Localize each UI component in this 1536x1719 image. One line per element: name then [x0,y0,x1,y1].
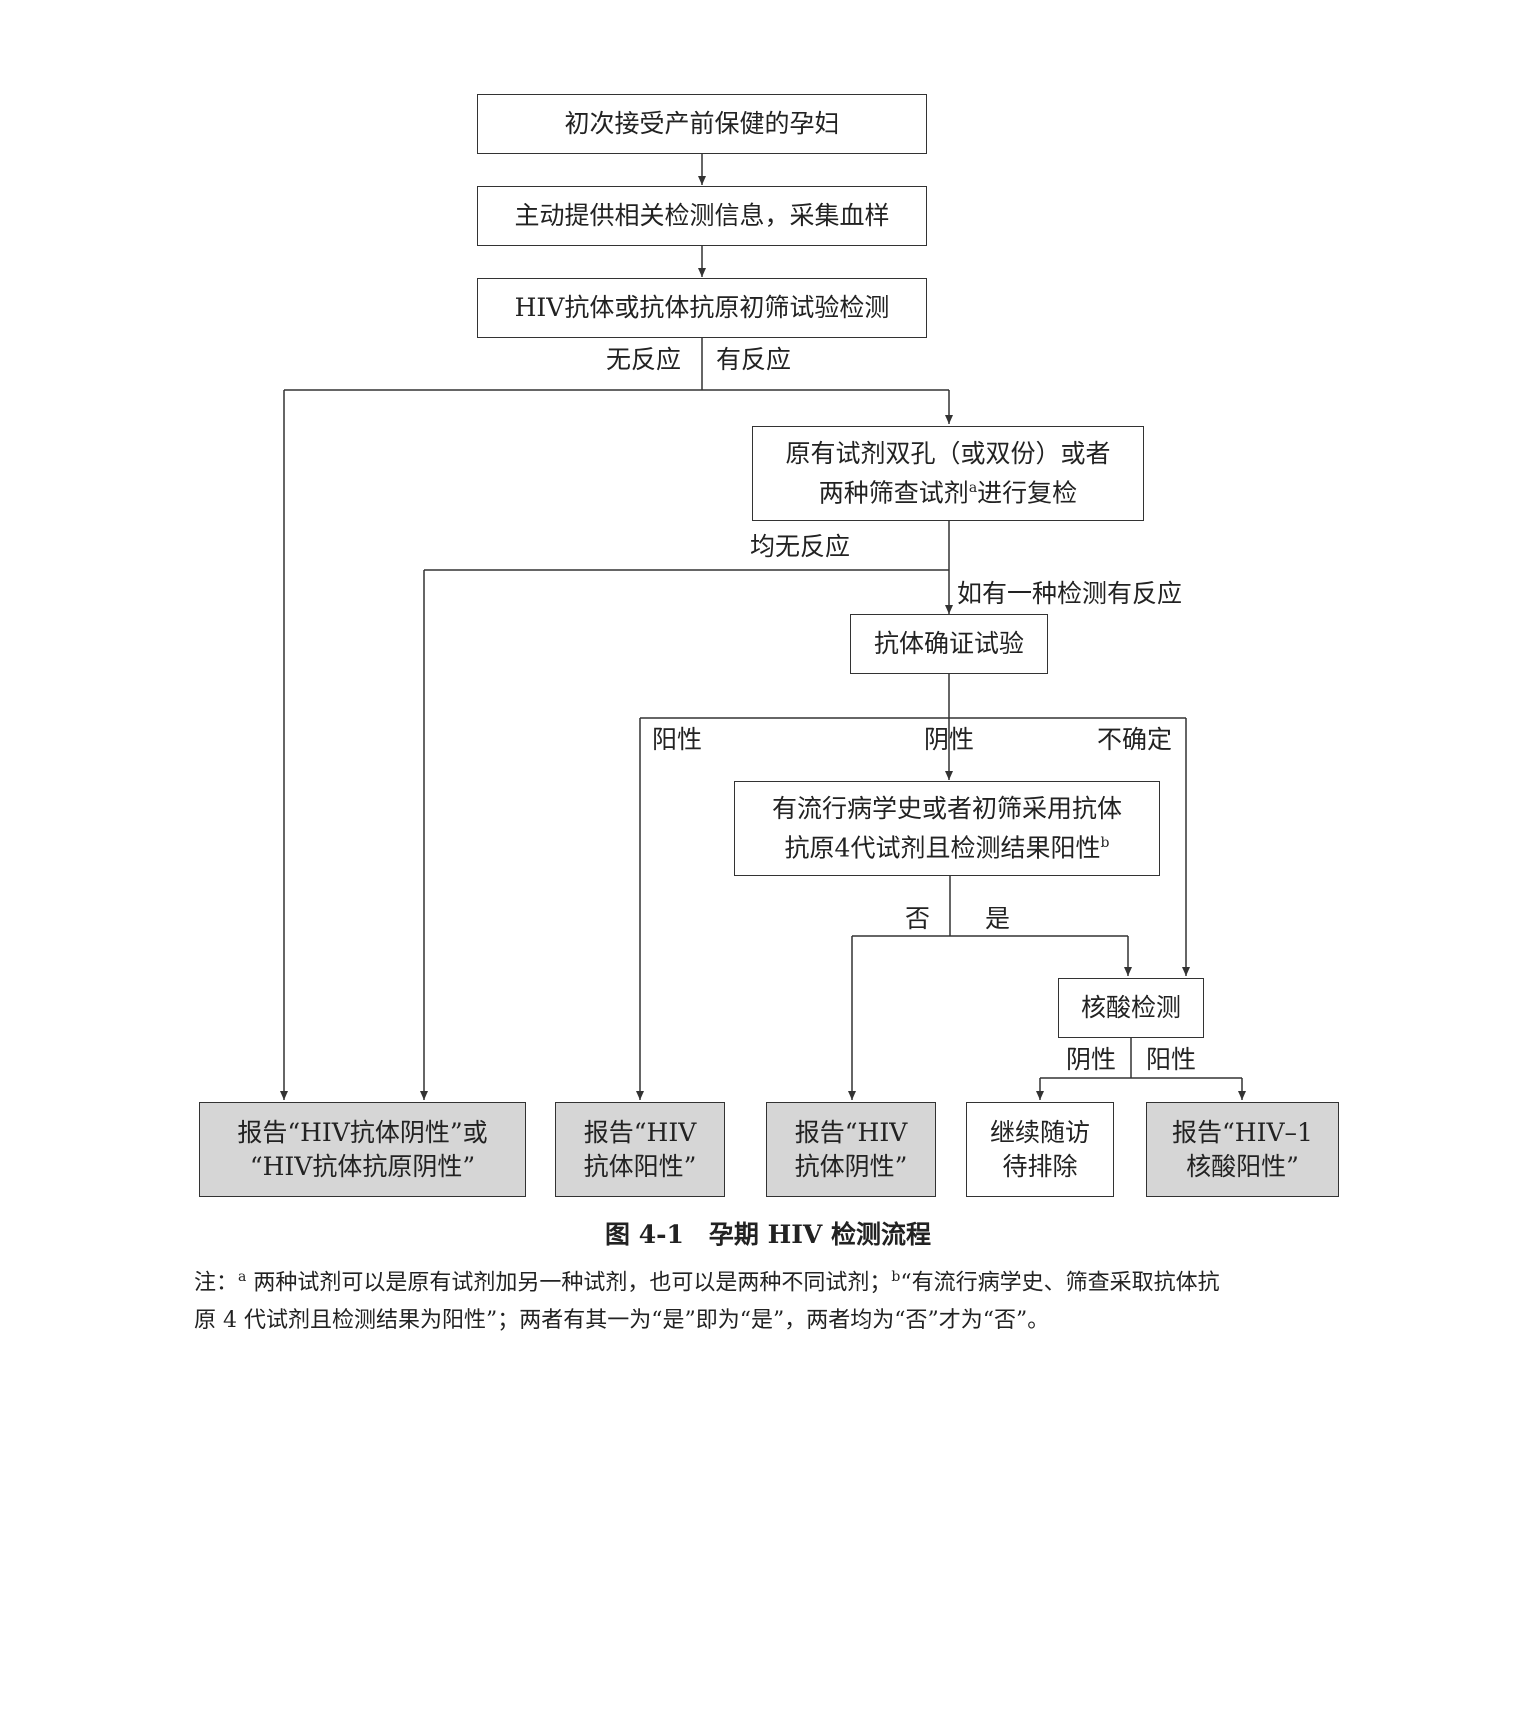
figure-note-line2: 原 4 代试剂且检测结果为阳性”；两者有其一为“是”即为“是”，两者均为“否”才… [194,1308,1050,1333]
label-positive: 阳性 [652,725,703,754]
box-initial-screening: HIV抗体或抗体抗原初筛试验检测 [477,278,927,338]
result-follow-up: 继续随访 待排除 [966,1102,1114,1197]
figure-caption: 图 4-1 孕期 HIV 检测流程 [605,1220,931,1249]
box-epidemiology-check: 有流行病学史或者初筛采用抗体 抗原4代试剂且检测结果阳性b [734,781,1160,876]
label-indeterminate: 不确定 [1097,725,1173,754]
label-nat-negative: 阴性 [1066,1045,1117,1074]
box-nucleic-acid-test: 核酸检测 [1058,978,1204,1038]
box-provide-info: 主动提供相关检测信息，采集血样 [477,186,927,246]
label-negative: 阴性 [924,725,975,754]
label-no-reaction: 无反应 [606,345,682,374]
result-hiv-antibody-negative: 报告“HIV抗体阴性”或 “HIV抗体抗原阴性” [199,1102,526,1197]
label-yes: 是 [985,904,1011,933]
result-hiv1-nucleic-acid-positive: 报告“HIV–1 核酸阳性” [1146,1102,1339,1197]
result-hiv-antibody-positive: 报告“HIV 抗体阳性” [555,1102,725,1197]
box-pregnant-woman: 初次接受产前保健的孕妇 [477,94,927,154]
figure-note-line1: 注：a 两种试剂可以是原有试剂加另一种试剂，也可以是两种不同试剂；b“有流行病学… [194,1269,1220,1296]
label-any-reaction: 如有一种检测有反应 [957,579,1183,608]
label-no: 否 [905,904,931,933]
label-reaction: 有反应 [716,345,792,374]
box-retest: 原有试剂双孔（或双份）或者 两种筛查试剂a进行复检 [752,426,1144,521]
label-all-no-reaction: 均无反应 [750,532,851,561]
box-confirmation-test: 抗体确证试验 [850,614,1048,674]
result-hiv-antibody-negative-2: 报告“HIV 抗体阴性” [766,1102,936,1197]
label-nat-positive: 阳性 [1146,1045,1197,1074]
